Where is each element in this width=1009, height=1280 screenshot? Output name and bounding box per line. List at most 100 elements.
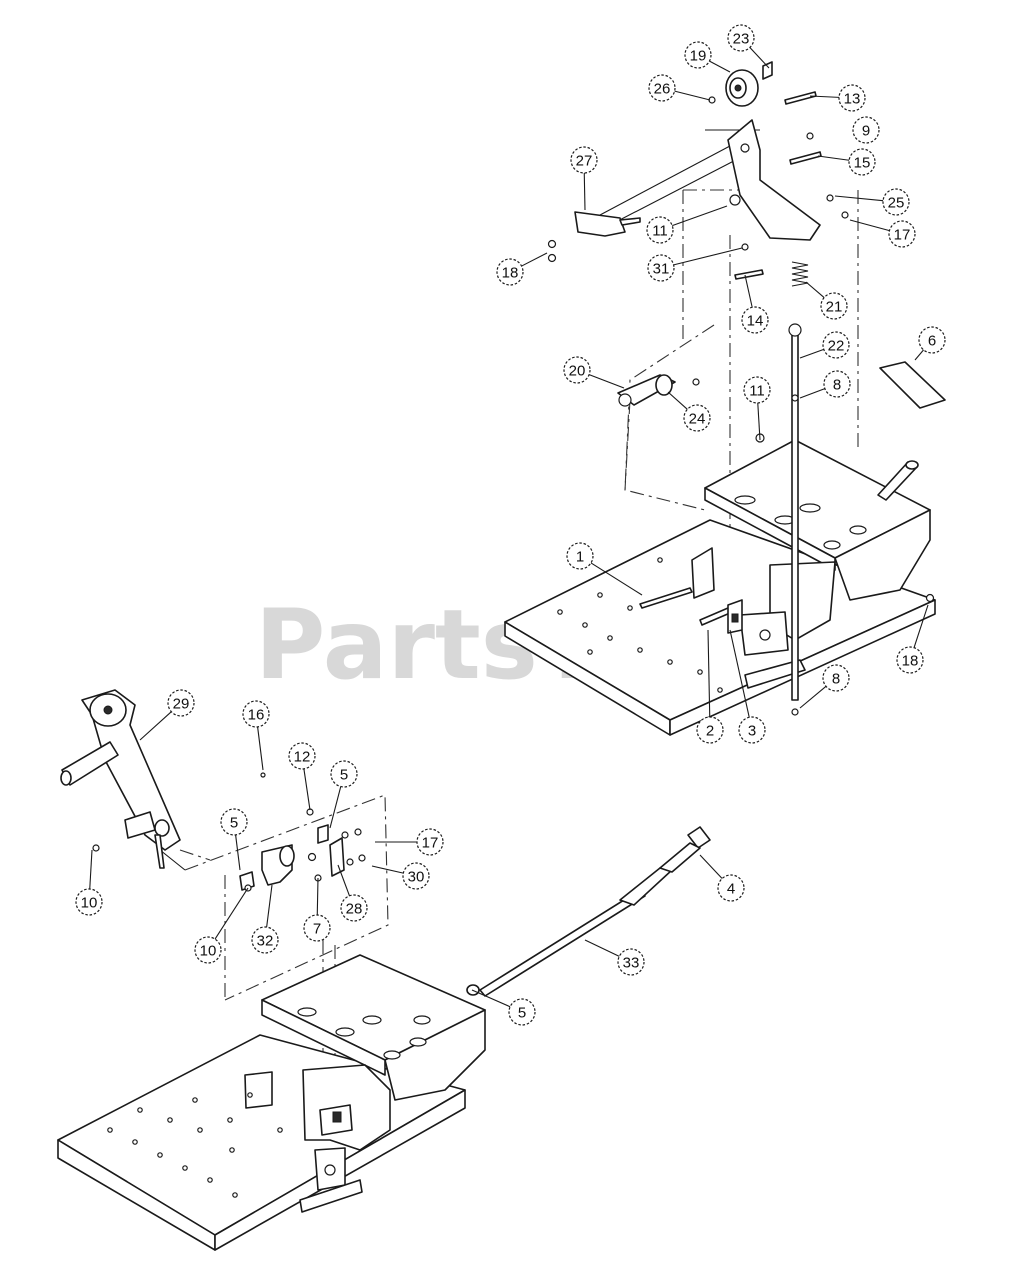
callout-18: 18 (496, 252, 548, 286)
callout-29: 29 (139, 689, 195, 741)
callout-leader-line (139, 711, 172, 741)
decal-6 (879, 361, 946, 409)
callout-circle (617, 948, 645, 976)
callout-number: 11 (749, 383, 765, 400)
callout-23: 23 (727, 24, 770, 69)
callout-32: 32 (251, 884, 279, 954)
callout-leader-line (235, 834, 241, 871)
callout-12: 12 (288, 742, 316, 811)
callout-number: 31 (653, 261, 670, 278)
callout-circle (242, 700, 270, 728)
callout-number: 29 (173, 696, 190, 713)
callout-number: 2 (706, 723, 714, 740)
callout-20: 20 (563, 356, 625, 389)
callout-number: 13 (844, 91, 861, 108)
callout-circle (648, 74, 676, 102)
bracket-27 (574, 211, 626, 237)
callout-number: 16 (248, 707, 265, 724)
callout-leader-line (799, 685, 827, 709)
callout-10: 10 (75, 849, 103, 916)
callout-number: 3 (748, 723, 756, 740)
callout-circle (251, 926, 279, 954)
callout-4: 4 (699, 854, 745, 902)
callout-number: 18 (902, 653, 919, 670)
callout-10: 10 (194, 887, 249, 964)
callout-leader-line (266, 884, 273, 928)
callout-circle (727, 24, 755, 52)
spring-21 (791, 261, 809, 287)
callout-30: 30 (371, 862, 430, 890)
callout-leader-line (303, 768, 311, 811)
callout-leader-line (583, 172, 586, 211)
callout-number: 5 (518, 1005, 526, 1022)
callout-number: 18 (502, 265, 519, 282)
callout-number: 25 (888, 195, 905, 212)
callout-number: 27 (576, 153, 593, 170)
callout-number: 11 (652, 223, 668, 240)
callout-number: 20 (569, 363, 586, 380)
callout-number: 9 (862, 123, 870, 140)
callout-leader-line (809, 95, 840, 98)
callout-number: 17 (894, 227, 911, 244)
callout-leader-line (673, 247, 743, 266)
upper-assembly (504, 61, 946, 736)
callout-circle (416, 828, 444, 856)
callout-18: 18 (896, 604, 929, 674)
callout-24: 24 (667, 391, 711, 432)
callout-number: 26 (654, 81, 671, 98)
callout-17: 17 (375, 828, 444, 856)
callout-circle (288, 742, 316, 770)
link-28 (329, 837, 345, 877)
callout-leader-line (214, 887, 249, 940)
callout-circle (684, 41, 712, 69)
callout-circle (738, 716, 766, 744)
callout-leader-line (667, 391, 688, 410)
callout-number: 14 (747, 313, 764, 330)
callout-number: 4 (727, 881, 735, 898)
callout-circle (822, 664, 850, 692)
callout-number: 5 (340, 767, 348, 784)
callout-33: 33 (584, 939, 645, 976)
callout-leader-line (672, 205, 728, 227)
callout-leader-line (834, 195, 884, 202)
callout-circle (696, 716, 724, 744)
callout-circle (882, 188, 910, 216)
callout-number: 21 (826, 299, 843, 316)
callout-25: 25 (834, 188, 910, 216)
callout-22: 22 (799, 331, 850, 359)
callout-9: 9 (852, 116, 880, 144)
callout-leader-line (521, 252, 548, 267)
callout-number: 17 (422, 835, 439, 852)
callout-number: 10 (81, 895, 98, 912)
callout-number: 19 (690, 48, 707, 65)
callout-number: 5 (230, 815, 238, 832)
callout-circle (563, 356, 591, 384)
callout-leader-line (913, 604, 929, 648)
handle-rod-33 (479, 889, 646, 997)
callout-leader-line (89, 849, 93, 890)
callout-leader-line (699, 854, 723, 879)
callout-circle (743, 376, 771, 404)
callout-16: 16 (242, 700, 270, 771)
callout-circle (167, 689, 195, 717)
callout-leader-line (749, 47, 770, 69)
callout-leader-line (805, 281, 825, 298)
callout-26: 26 (648, 74, 711, 102)
callout-31: 31 (647, 247, 743, 282)
callout-leader-line (257, 726, 264, 771)
callout-leader-line (371, 865, 404, 874)
callout-circle (888, 220, 916, 248)
callout-circle (823, 370, 851, 398)
callout-circle (838, 84, 866, 112)
callout-leader-line (584, 939, 620, 957)
callout-8: 8 (799, 370, 851, 399)
callout-5: 5 (471, 989, 536, 1026)
callout-circle (508, 998, 536, 1026)
callout-circle (918, 326, 946, 354)
callout-number: 32 (257, 933, 274, 950)
callout-leader-line (316, 877, 319, 916)
callout-leader-line (590, 562, 643, 596)
callout-5: 5 (220, 808, 248, 871)
callout-8: 8 (799, 664, 850, 709)
